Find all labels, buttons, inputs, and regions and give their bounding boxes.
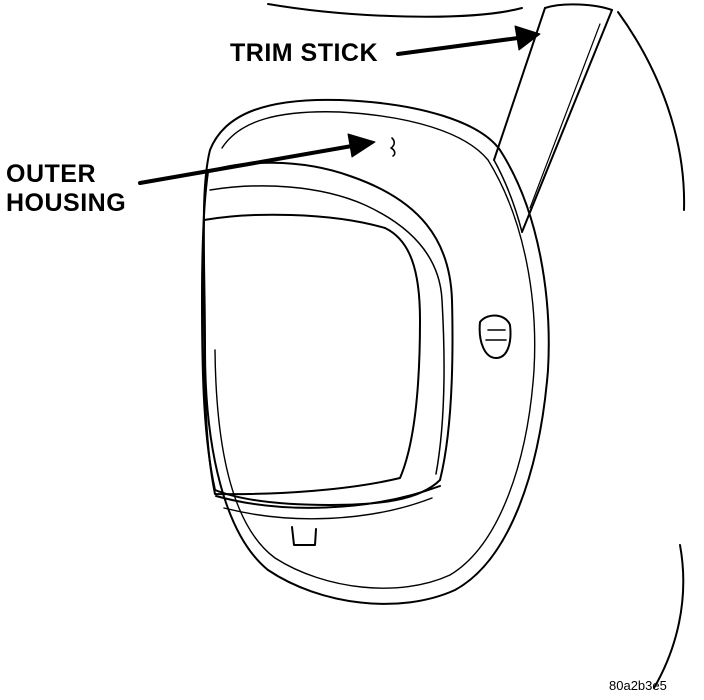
trim-stick-label: TRIM STICK (230, 39, 379, 67)
side-fastener (478, 314, 512, 359)
lower-clip (291, 526, 317, 546)
trim-stick-arrow (396, 36, 520, 56)
figure-id: 80a2b3e5 (609, 678, 667, 693)
inner-housing-step (209, 185, 445, 475)
body-contour-right (617, 11, 686, 211)
outer-housing-label: OUTER HOUSING (6, 160, 126, 218)
trim-stick-arrowhead (514, 25, 541, 51)
lower-bezel-inner (223, 497, 433, 520)
body-contour-lower (653, 544, 685, 689)
outer-housing-rim (214, 111, 536, 589)
outer-housing-arrow (138, 144, 354, 185)
lower-bezel (215, 485, 441, 509)
lens (202, 213, 421, 496)
outer-housing-label-line2: HOUSING (6, 189, 127, 217)
body-contour-top (267, 3, 523, 18)
housing-tab (390, 137, 396, 157)
outer-housing-label-line1: OUTER (6, 160, 96, 188)
outer-housing (202, 98, 550, 605)
inner-housing (201, 161, 454, 506)
outer-housing-arrowhead (347, 133, 376, 158)
